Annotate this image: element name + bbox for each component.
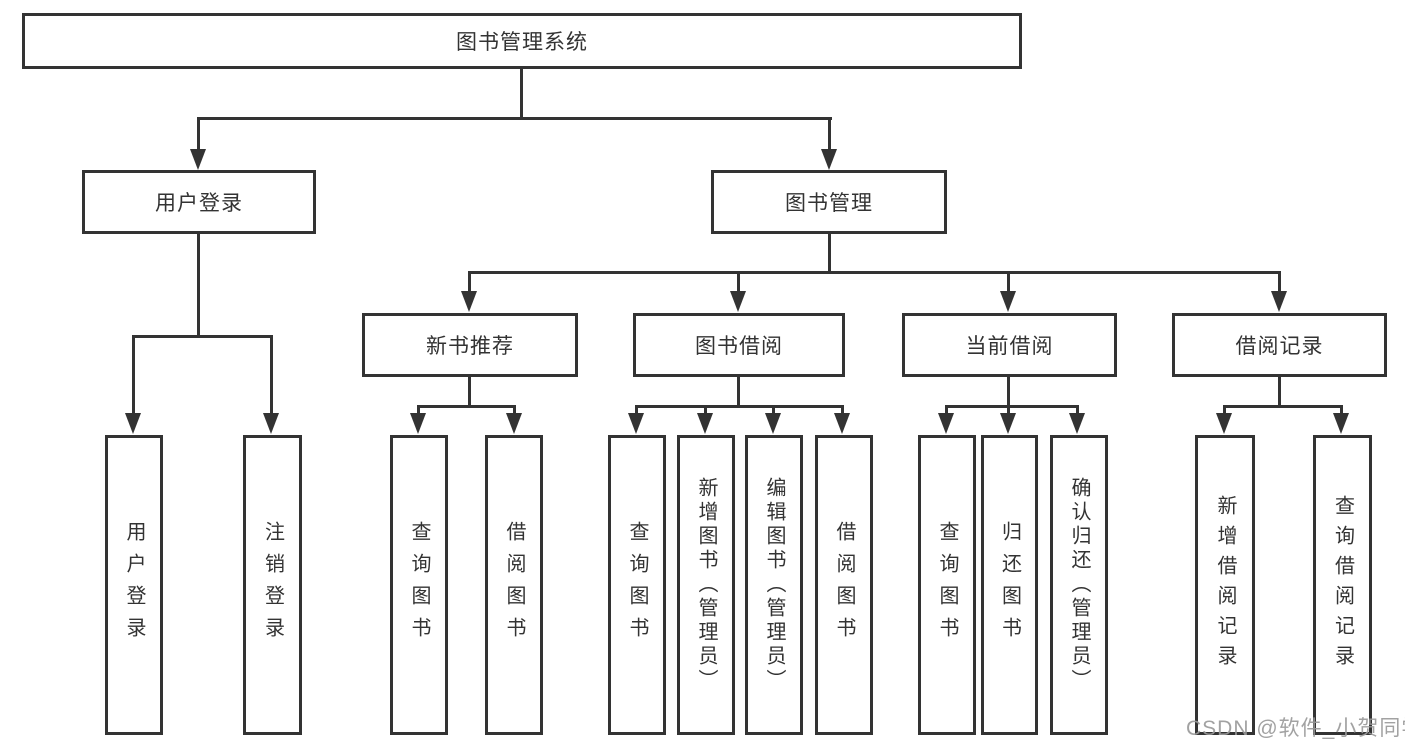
arrowhead-query-book-current bbox=[938, 413, 954, 434]
leaf-confirm-return-admin: 确认归还（管理员） bbox=[1050, 435, 1108, 735]
arrowhead-current-borrow bbox=[1000, 291, 1016, 312]
connector-user-login-stem bbox=[197, 234, 200, 338]
arrowhead-confirm-return bbox=[1069, 413, 1085, 434]
connector-drop-add-borrow-record bbox=[1223, 405, 1226, 415]
node-user-login: 用户登录 bbox=[82, 170, 316, 234]
leaf-query-borrow-record: 查询借阅记录 bbox=[1313, 435, 1372, 735]
arrowhead-edit-book bbox=[765, 413, 781, 434]
connector-drop-borrow-record bbox=[1278, 271, 1281, 293]
node-current-borrow-label: 当前借阅 bbox=[965, 335, 1054, 358]
connector-borrow-record-stem bbox=[1278, 377, 1281, 408]
leaf-add-borrow-record-label: 新增借阅记录 bbox=[1214, 495, 1236, 675]
leaf-logout-action: 注销登录 bbox=[243, 435, 302, 735]
connector-drop-logout bbox=[270, 335, 273, 415]
node-user-login-label: 用户登录 bbox=[155, 192, 243, 215]
connector-drop-borrow-book-recommend bbox=[513, 405, 516, 415]
connector-current-borrow-rail bbox=[945, 405, 1079, 408]
connector-root-rail bbox=[197, 117, 832, 120]
arrowhead-query-book-borrow bbox=[628, 413, 644, 434]
node-borrow-record-label: 借阅记录 bbox=[1235, 335, 1324, 358]
leaf-borrow-book-label: 借阅图书 bbox=[833, 521, 855, 649]
connector-drop-current-borrow bbox=[1007, 271, 1010, 293]
leaf-add-borrow-record: 新增借阅记录 bbox=[1195, 435, 1255, 735]
leaf-query-book-current: 查询图书 bbox=[918, 435, 976, 735]
leaf-query-book-borrow: 查询图书 bbox=[608, 435, 666, 735]
leaf-borrow-book: 借阅图书 bbox=[815, 435, 873, 735]
connector-new-book-stem bbox=[468, 377, 471, 408]
leaf-query-book-borrow-label: 查询图书 bbox=[626, 521, 648, 649]
connector-root-stem bbox=[520, 68, 523, 118]
connector-borrow-record-rail bbox=[1223, 405, 1342, 408]
leaf-borrow-book-recommend: 借阅图书 bbox=[485, 435, 543, 735]
leaf-confirm-return-admin-label: 确认归还（管理员） bbox=[1068, 477, 1090, 693]
node-borrow-record: 借阅记录 bbox=[1172, 313, 1387, 377]
leaf-query-borrow-record-label: 查询借阅记录 bbox=[1331, 495, 1354, 675]
node-book-borrow-label: 图书借阅 bbox=[695, 335, 783, 358]
connector-book-borrow-rail bbox=[635, 405, 844, 408]
node-new-book-recommend-label: 新书推荐 bbox=[426, 335, 514, 358]
leaf-borrow-book-recommend-label: 借阅图书 bbox=[503, 521, 525, 649]
connector-new-book-rail bbox=[417, 405, 516, 408]
connector-current-borrow-stem bbox=[1007, 377, 1010, 408]
connector-drop-edit-book bbox=[772, 405, 775, 415]
node-book-management: 图书管理 bbox=[711, 170, 947, 234]
connector-drop-query-book-borrow bbox=[635, 405, 638, 415]
connector-drop-query-book-current bbox=[945, 405, 948, 415]
arrowhead-query-book-recommend bbox=[410, 413, 426, 434]
connector-drop-confirm-return bbox=[1076, 405, 1079, 415]
connector-drop-new-book-recommend bbox=[468, 271, 471, 293]
leaf-edit-book-admin-label: 编辑图书（管理员） bbox=[763, 477, 785, 693]
arrowhead-return-book bbox=[1000, 413, 1016, 434]
csdn-watermark: CSDN @软件_小贺同学 bbox=[1186, 717, 1405, 740]
arrowhead-user-login-action bbox=[125, 413, 141, 434]
leaf-query-book-recommend-label: 查询图书 bbox=[408, 521, 430, 649]
connector-book-management-stem bbox=[828, 234, 831, 274]
arrowhead-user-login bbox=[190, 149, 206, 170]
arrowhead-borrow-book-recommend bbox=[506, 413, 522, 434]
leaf-return-book: 归还图书 bbox=[981, 435, 1038, 735]
connector-drop-add-book bbox=[704, 405, 707, 415]
connector-drop-query-book-recommend bbox=[417, 405, 420, 415]
connector-drop-borrow-book bbox=[841, 405, 844, 415]
node-current-borrow: 当前借阅 bbox=[902, 313, 1117, 377]
connector-drop-return-book bbox=[1007, 405, 1010, 415]
arrowhead-borrow-record bbox=[1271, 291, 1287, 312]
arrowhead-book-management bbox=[821, 149, 837, 170]
leaf-query-book-current-label: 查询图书 bbox=[936, 521, 958, 649]
arrowhead-book-borrow bbox=[730, 291, 746, 312]
leaf-return-book-label: 归还图书 bbox=[998, 521, 1021, 649]
leaf-user-login-action-label: 用户登录 bbox=[123, 521, 145, 649]
leaf-edit-book-admin: 编辑图书（管理员） bbox=[745, 435, 803, 735]
leaf-user-login-action: 用户登录 bbox=[105, 435, 163, 735]
node-book-management-label: 图书管理 bbox=[785, 192, 873, 215]
leaf-logout-action-label: 注销登录 bbox=[261, 521, 284, 649]
node-root: 图书管理系统 bbox=[22, 13, 1022, 69]
arrowhead-add-borrow-record bbox=[1216, 413, 1232, 434]
arrowhead-query-borrow-record bbox=[1333, 413, 1349, 434]
connector-drop-user-login-action bbox=[132, 335, 135, 415]
node-new-book-recommend: 新书推荐 bbox=[362, 313, 578, 377]
connector-drop-book-borrow bbox=[737, 271, 740, 293]
node-book-borrow: 图书借阅 bbox=[633, 313, 845, 377]
arrowhead-new-book-recommend bbox=[461, 291, 477, 312]
arrowhead-logout bbox=[263, 413, 279, 434]
connector-drop-book-management bbox=[828, 117, 831, 151]
node-root-label: 图书管理系统 bbox=[456, 31, 588, 54]
connector-book-borrow-stem bbox=[737, 377, 740, 408]
leaf-add-book-admin: 新增图书（管理员） bbox=[677, 435, 735, 735]
connector-drop-query-borrow-record bbox=[1340, 405, 1343, 415]
arrowhead-add-book bbox=[697, 413, 713, 434]
leaf-add-book-admin-label: 新增图书（管理员） bbox=[695, 477, 717, 693]
connector-drop-user-login bbox=[197, 117, 200, 151]
connector-book-management-rail bbox=[468, 271, 1281, 274]
connector-user-login-rail bbox=[132, 335, 273, 338]
arrowhead-borrow-book bbox=[834, 413, 850, 434]
leaf-query-book-recommend: 查询图书 bbox=[390, 435, 448, 735]
